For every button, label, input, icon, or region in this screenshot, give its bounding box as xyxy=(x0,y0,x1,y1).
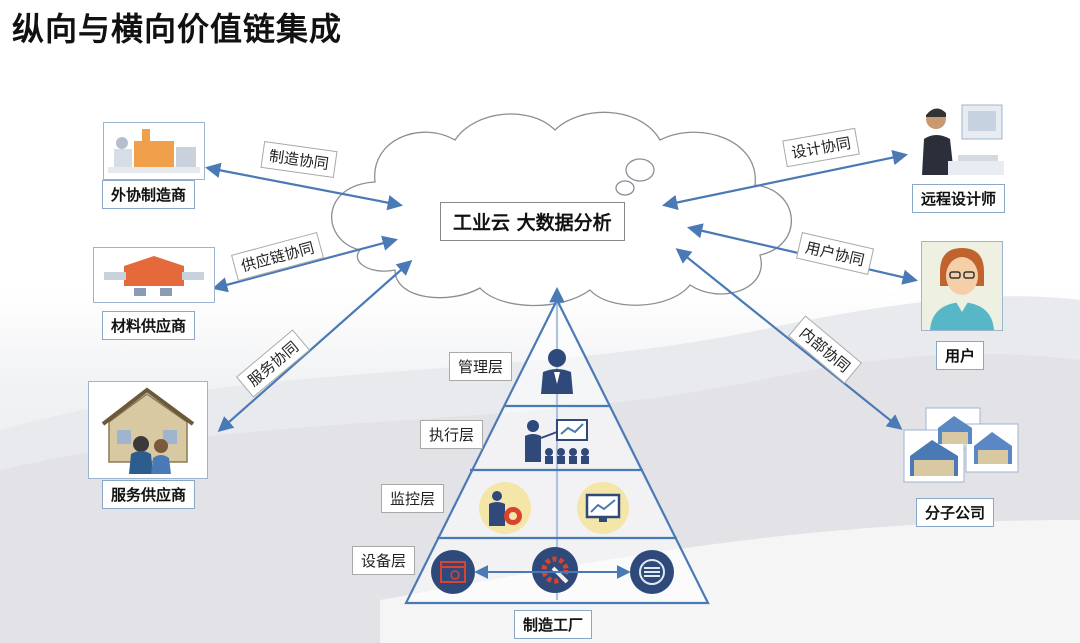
designer-icon xyxy=(922,104,1004,175)
factory-icon xyxy=(108,129,200,173)
arrow-design xyxy=(661,149,909,211)
arrow-manufacturing xyxy=(204,162,404,211)
layer-execution: 执行层 xyxy=(420,420,484,449)
pyramid xyxy=(404,297,710,605)
arrow-service xyxy=(217,259,413,433)
branch-buildings-icon xyxy=(903,407,1019,483)
page-title: 纵向与横向价值链集成 xyxy=(12,10,343,48)
factory-label: 制造工厂 xyxy=(514,610,593,639)
gear-wrench-icon xyxy=(532,547,578,593)
device-panel-icon xyxy=(431,550,475,594)
manager-icon xyxy=(541,349,573,394)
designer-image xyxy=(918,101,1006,179)
layer-monitoring: 监控层 xyxy=(381,484,445,513)
factory-image xyxy=(103,122,205,180)
branch-image xyxy=(902,406,1020,486)
partner-outsourcing-manufacturer: 外协制造商 xyxy=(102,180,196,209)
monitor-gear-person-icon xyxy=(479,482,531,534)
partner-service-supplier: 服务供应商 xyxy=(102,480,196,509)
user-image xyxy=(921,241,1003,331)
house-service-icon xyxy=(101,387,195,474)
partner-remote-designer: 远程设计师 xyxy=(912,184,1006,213)
cloud-label: 工业云 大数据分析 xyxy=(440,202,625,241)
layer-equipment: 设备层 xyxy=(352,546,416,575)
warehouse-image xyxy=(93,247,215,303)
arrow-internal xyxy=(675,248,903,430)
partner-branch-company: 分子公司 xyxy=(916,498,995,527)
monitor-chart-icon xyxy=(577,482,629,534)
warehouse-icon xyxy=(104,256,204,296)
layer-management: 管理层 xyxy=(449,352,513,381)
presenter-icon xyxy=(525,419,589,464)
partner-material-supplier: 材料供应商 xyxy=(102,311,196,340)
user-avatar-icon xyxy=(922,242,1002,330)
partner-user: 用户 xyxy=(936,341,985,370)
service-image xyxy=(88,381,208,479)
machine-gear-icon xyxy=(630,550,674,594)
